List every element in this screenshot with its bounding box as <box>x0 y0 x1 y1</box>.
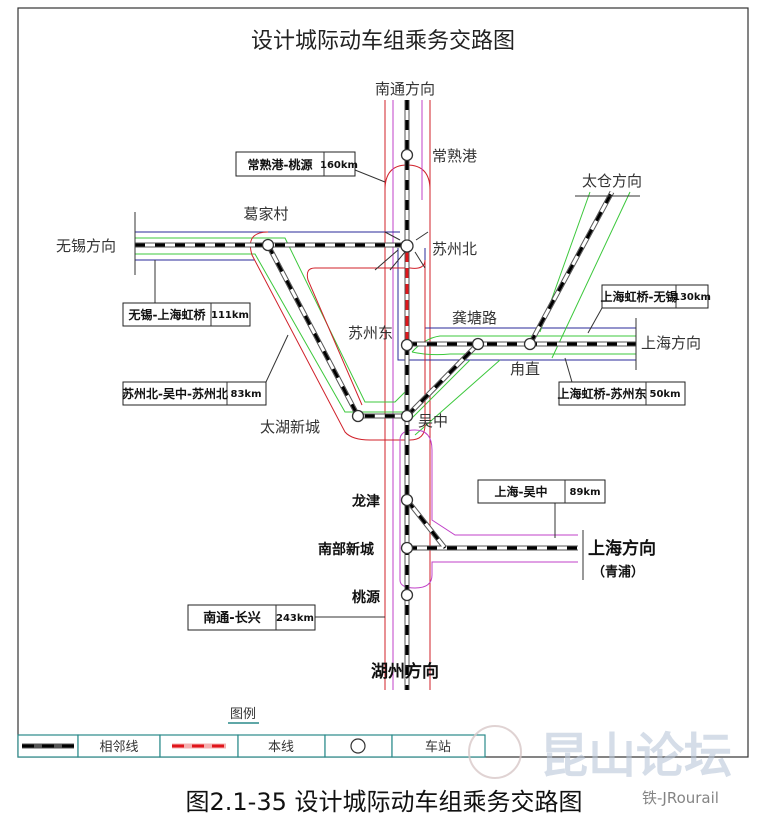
watermark-logo <box>468 725 522 779</box>
figure-caption: 图2.1-35 设计城际动车组乘务交路图 <box>186 788 583 816</box>
adjacent-lines <box>135 191 636 550</box>
label-wuzhong: 吴中 <box>418 412 448 430</box>
envelope-green <box>135 237 636 413</box>
route-name: 常熟港-桃源 <box>248 157 313 172</box>
label-taoyuan: 桃源 <box>352 589 380 606</box>
label-longjin: 龙津 <box>351 493 380 510</box>
label-changshugang: 常熟港 <box>432 147 477 165</box>
suzhoubei-fan <box>374 231 429 271</box>
envelope-taicang <box>404 191 631 436</box>
route-box-suzhoubei-loop: 苏州北-吴中-苏州北 83km <box>122 334 289 406</box>
station-taoyuan <box>400 588 414 602</box>
label-suzhoudong: 苏州东 <box>348 324 393 342</box>
route-name: 上海-吴中 <box>495 484 548 499</box>
label-nanbuxincheng: 南部新城 <box>318 541 374 558</box>
label-gejiacun: 葛家村 <box>243 205 288 223</box>
legend-station: 车站 <box>425 739 451 755</box>
station-wuzhong <box>400 409 414 423</box>
watermark: 昆山论坛 铁-JRourail <box>468 725 732 807</box>
station-gongtanglu <box>471 337 485 351</box>
watermark-sub: 铁-JRourail <box>642 789 719 807</box>
station-changshugang <box>400 148 414 162</box>
station-suzhoudong <box>400 338 414 352</box>
route-box-wuxi-hongqiao: 无锡-上海虹桥 111km <box>122 260 251 327</box>
route-name: 上海虹桥-苏州东 <box>558 386 647 401</box>
watermark-text: 昆山论坛 <box>540 728 732 784</box>
station-longjin <box>400 493 414 507</box>
station-suzhoubei <box>400 239 414 253</box>
station-yongzhi <box>523 337 537 351</box>
label-taicang-direction: 太仓方向 <box>582 172 642 190</box>
route-name: 上海虹桥-无锡 <box>601 289 678 304</box>
label-gongtanglu: 龚塘路 <box>452 309 497 327</box>
route-length: 50km <box>650 389 681 400</box>
route-name: 无锡-上海虹桥 <box>128 307 207 322</box>
legend-adjacent-line: 相邻线 <box>99 740 138 755</box>
line-break-marks <box>134 195 640 580</box>
stations <box>261 148 537 602</box>
station-gejiacun <box>261 238 275 252</box>
envelope-shanghai-wuzhong <box>399 429 578 589</box>
route-envelopes <box>135 100 636 690</box>
label-shanghai-direction: 上海方向 <box>641 334 701 352</box>
legend-title: 图例 <box>230 707 256 722</box>
route-box-hongqiao-wuxi: 上海虹桥-无锡 130km <box>587 284 711 334</box>
route-name: 南通-长兴 <box>203 610 260 626</box>
diagram-title: 设计城际动车组乘务交路图 <box>251 29 515 54</box>
label-suzhoubei: 苏州北 <box>432 240 477 258</box>
label-taihuxincheng: 太湖新城 <box>260 418 320 436</box>
route-box-nantong-changxing: 南通-长兴 243km <box>187 604 385 631</box>
label-wuxi-direction: 无锡方向 <box>56 237 116 255</box>
station-nanbuxincheng <box>400 541 414 555</box>
envelope-pink <box>392 100 423 690</box>
route-box-changshugang-taoyuan: 常熟港-桃源 160km <box>235 151 386 183</box>
label-huzhou-direction: 湖州方向 <box>371 661 439 682</box>
route-length: 130km <box>673 292 711 303</box>
envelope-loop <box>249 231 426 441</box>
legend-this-line: 本线 <box>268 740 294 755</box>
route-name: 苏州北-吴中-苏州北 <box>122 386 228 401</box>
route-box-shanghai-wuzhong: 上海-吴中 89km <box>477 479 606 538</box>
label-shanghai-qingpu-direction: 上海方向 <box>588 538 656 559</box>
route-length: 243km <box>276 613 314 624</box>
legend: 相邻线 本线 车站 <box>17 734 486 758</box>
label-qingpu: （青浦） <box>592 564 644 580</box>
station-taihuxincheng <box>351 409 365 423</box>
route-length: 83km <box>231 389 262 400</box>
route-length: 160km <box>320 160 358 171</box>
route-length: 89km <box>570 487 601 498</box>
label-yongzhi: 甪直 <box>510 360 540 378</box>
route-length: 111km <box>211 310 249 321</box>
label-nantong-direction: 南通方向 <box>375 80 435 98</box>
route-box-hongqiao-suzhoudong: 上海虹桥-苏州东 50km <box>558 357 686 406</box>
legend-station-icon <box>350 738 366 754</box>
